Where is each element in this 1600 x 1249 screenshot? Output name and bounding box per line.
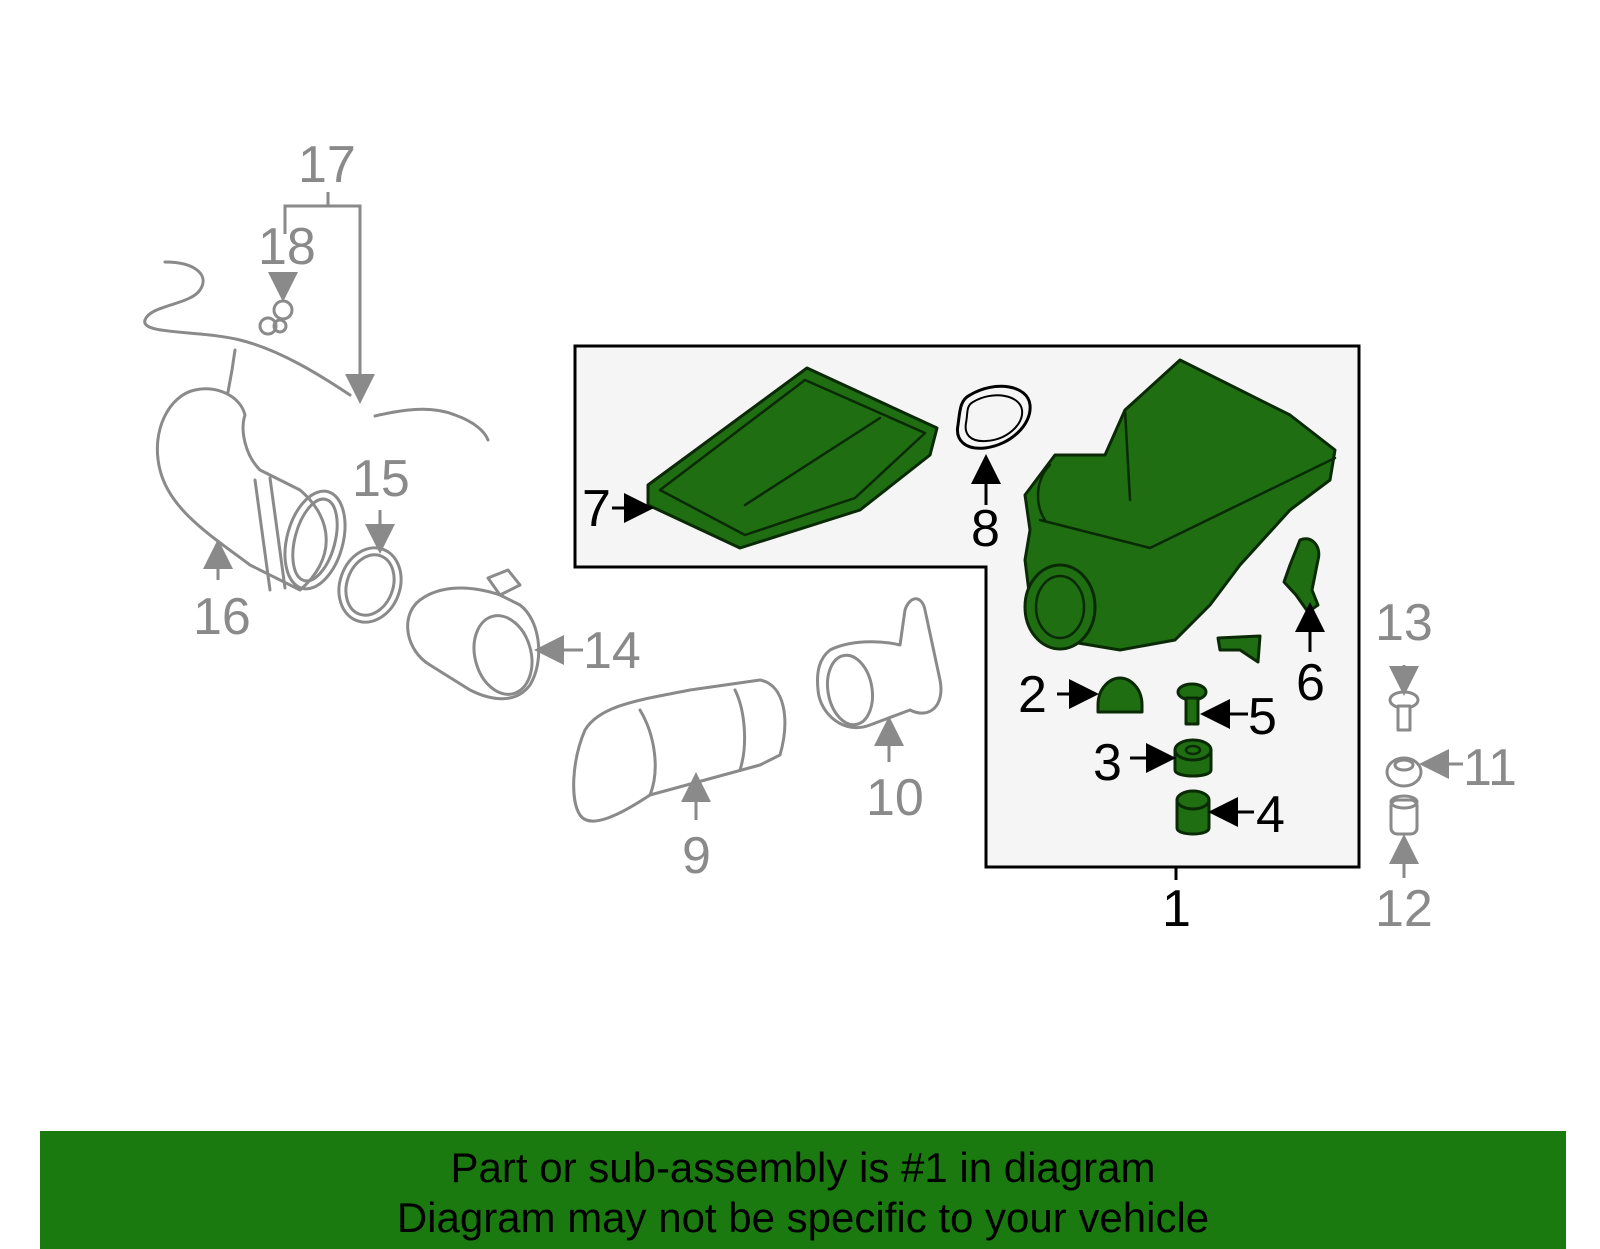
callout-5: 5 xyxy=(1248,688,1277,746)
vent-hose-17[interactable] xyxy=(143,260,490,442)
airflow-meter-14[interactable] xyxy=(406,568,541,701)
callout-7: 7 xyxy=(582,480,611,538)
leader-17 xyxy=(283,192,375,404)
bushing-12[interactable] xyxy=(1389,794,1419,836)
callout-2: 2 xyxy=(1018,666,1047,724)
callout-13: 13 xyxy=(1375,594,1433,652)
grommet-3[interactable] xyxy=(1173,738,1213,778)
callout-12: 12 xyxy=(1375,880,1433,938)
callout-9: 9 xyxy=(682,827,711,885)
callout-16: 16 xyxy=(193,588,251,646)
connector-10[interactable] xyxy=(816,597,943,730)
screw-5[interactable] xyxy=(1176,682,1208,726)
cap-2[interactable] xyxy=(1096,676,1144,714)
callout-17: 17 xyxy=(298,136,356,194)
callout-4: 4 xyxy=(1256,786,1285,844)
callout-6: 6 xyxy=(1296,654,1325,712)
seal-8[interactable] xyxy=(955,384,1032,450)
callout-10: 10 xyxy=(866,769,924,827)
air-filter-7[interactable] xyxy=(646,366,939,550)
air-duct-9[interactable] xyxy=(572,678,787,823)
callout-8: 8 xyxy=(971,500,1000,558)
clip-6[interactable] xyxy=(1282,537,1321,614)
bolt-13[interactable] xyxy=(1388,690,1420,732)
callout-3: 3 xyxy=(1093,734,1122,792)
callout-18: 18 xyxy=(258,218,316,276)
banner-line-2: Diagram may not be specific to your vehi… xyxy=(396,1194,1210,1241)
grommet-11[interactable] xyxy=(1385,756,1423,788)
callout-14: 14 xyxy=(583,622,641,680)
callout-15: 15 xyxy=(352,450,410,508)
callout-11: 11 xyxy=(1463,739,1517,797)
bracket[interactable] xyxy=(1216,634,1262,664)
banner-line-1: Part or sub-assembly is #1 in diagram xyxy=(450,1144,1156,1191)
clip-18[interactable] xyxy=(258,299,294,336)
intake-duct-16[interactable] xyxy=(155,387,355,596)
callout-1: 1 xyxy=(1162,880,1191,938)
info-banner: Part or sub-assembly is #1 in diagram Di… xyxy=(40,1131,1566,1249)
bushing-4[interactable] xyxy=(1175,789,1211,836)
air-cleaner-housing-1[interactable] xyxy=(1023,358,1337,652)
